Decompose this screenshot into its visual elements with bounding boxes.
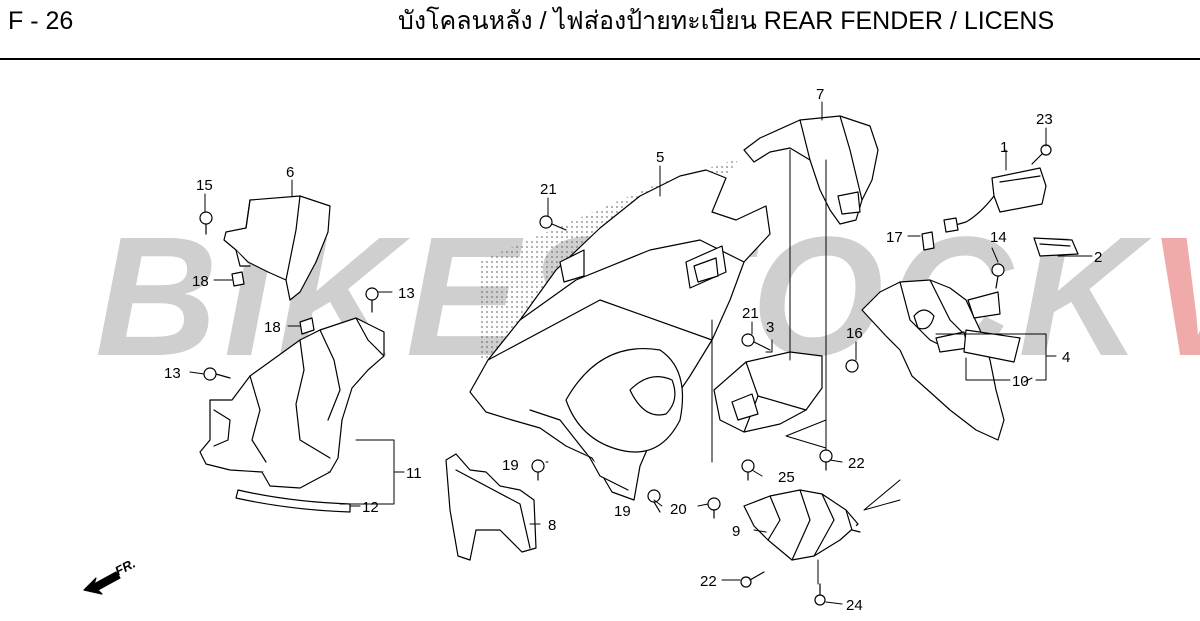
callout-9: 9 [732, 523, 740, 540]
part-12-seal-strip [235, 489, 351, 513]
part-6-inner-cover [223, 195, 331, 301]
callout-24: 24 [846, 597, 863, 614]
part-5-rear-fender [469, 169, 771, 501]
callout-1: 1 [1000, 139, 1008, 156]
front-direction-arrow [83, 571, 121, 595]
part-7-rear-cover [743, 115, 879, 225]
header-rule [0, 58, 1200, 60]
callout-20: 20 [670, 501, 687, 518]
fasteners [199, 144, 1052, 606]
part-4-10-license-holder [861, 279, 1021, 441]
part-11-inner-fender [199, 317, 385, 489]
page-code: F - 26 [8, 7, 74, 35]
callout-11: 11 [406, 465, 422, 482]
callout-17: 17 [886, 229, 903, 246]
callout-10: 10 [1012, 373, 1029, 390]
part-1-license-light [943, 167, 1047, 233]
callout-19-a: 19 [502, 457, 519, 474]
page-title: บังโคลนหลัง / ไฟส่องป้ายทะเบียน REAR FEN… [398, 7, 1055, 35]
callout-4: 4 [1062, 349, 1070, 366]
callout-14: 14 [990, 229, 1007, 246]
part-2-reflector [1033, 237, 1079, 257]
callout-12: 12 [362, 499, 379, 516]
callout-16: 16 [846, 325, 863, 342]
callout-6: 6 [286, 164, 294, 181]
callout-labels: 1 2 3 4 5 6 7 8 9 10 11 12 13 13 14 15 1… [112, 86, 1102, 614]
callout-13-b: 13 [164, 365, 181, 382]
callout-25: 25 [778, 469, 795, 486]
callout-23: 23 [1036, 111, 1053, 128]
callout-15: 15 [196, 177, 213, 194]
callout-8: 8 [548, 517, 556, 534]
callout-3: 3 [766, 319, 774, 336]
callout-5: 5 [656, 149, 664, 166]
callout-7: 7 [816, 86, 824, 103]
callout-18-a: 18 [192, 273, 209, 290]
callout-2: 2 [1094, 249, 1102, 266]
part-8-mudflap [445, 453, 537, 561]
callout-21-a: 21 [540, 181, 557, 198]
callout-13-a: 13 [398, 285, 415, 302]
callout-22-a: 22 [848, 455, 865, 472]
part-3-license-bracket [713, 351, 823, 433]
callout-21-b: 21 [742, 305, 759, 322]
callout-22-b: 22 [700, 573, 717, 590]
callout-19-b: 19 [614, 503, 631, 520]
callout-18-b: 18 [264, 319, 281, 336]
leader-lines [189, 101, 1093, 605]
part-9-lower-cover [743, 489, 861, 561]
